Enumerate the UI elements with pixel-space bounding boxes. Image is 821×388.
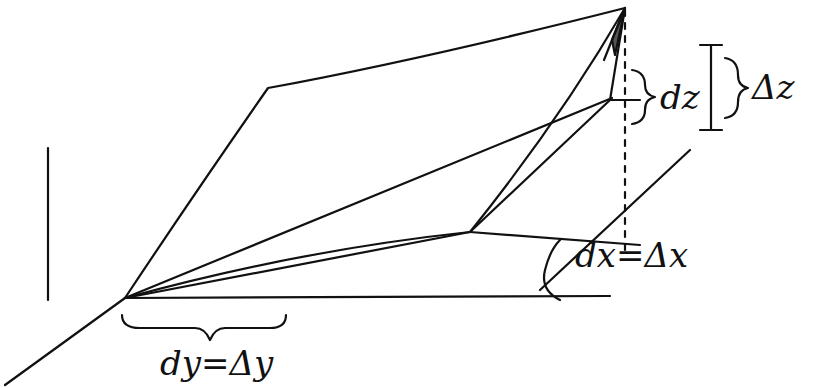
dimension-label: dx=Δx	[575, 238, 688, 272]
differential-label: dz	[660, 80, 700, 114]
dimension-label: dy=Δy	[160, 346, 273, 380]
increment-label: Δz	[752, 70, 794, 104]
